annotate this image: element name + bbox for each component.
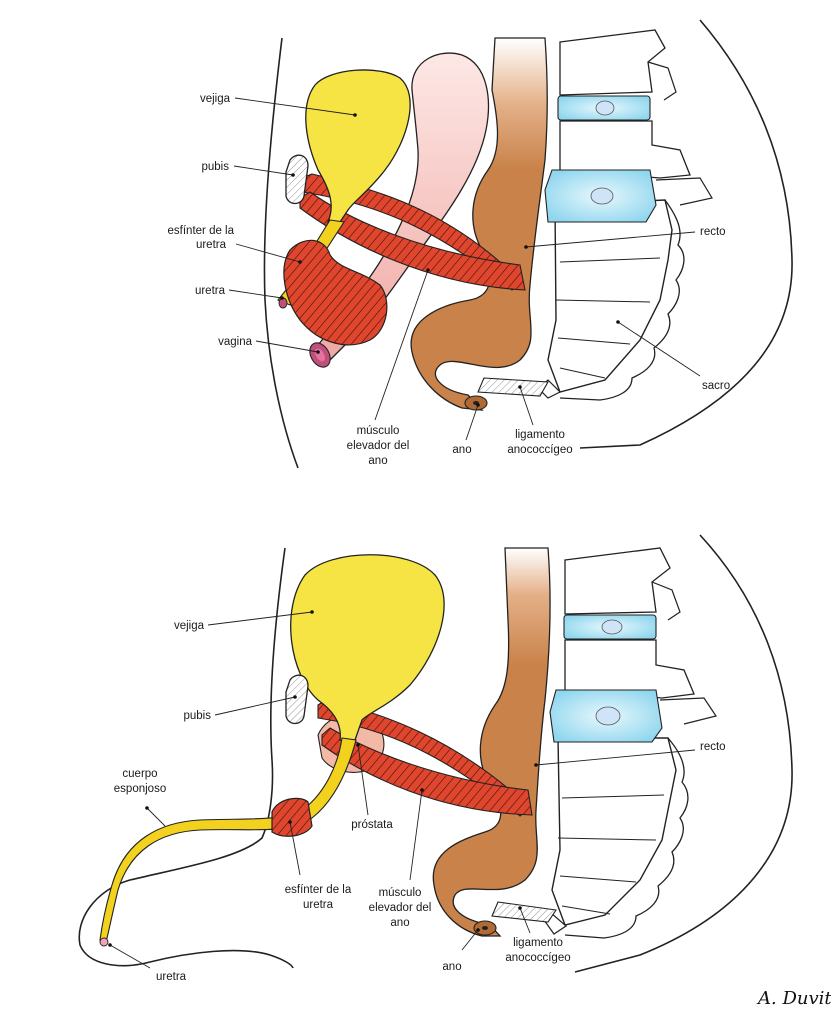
sacrum-segments-male (557, 794, 665, 915)
artist-signature: A. Duvit (756, 988, 831, 1009)
vertebra-spine-lower-male (659, 697, 717, 725)
label-bladder-top: vejiga (200, 93, 231, 105)
label-urethra-bottom: uretra (156, 971, 187, 983)
sacrum-bone (547, 199, 673, 393)
anococcygeal-ligament-male (491, 901, 557, 923)
vertebra-spine-upper-male (651, 581, 681, 621)
label-rectum-bottom: recto (700, 741, 726, 753)
label-ligament-bottom-1: ligamento (513, 937, 563, 949)
label-anus-bottom: ano (442, 961, 461, 973)
levator-ani-lower-band-male (321, 727, 533, 816)
disc-nucleus-upper-male (601, 619, 623, 635)
male-diagram: vejiga pubis cuerpo esponjoso próstata e… (78, 534, 793, 983)
urethral-sphincter-male (271, 797, 313, 837)
label-levator-bottom-3: ano (390, 917, 409, 929)
label-sphincter-bottom-1: esfínter de la (285, 884, 352, 896)
levator-ani-lower-band (299, 191, 526, 291)
disc-nucleus-upper (595, 100, 615, 116)
rectum-male (432, 547, 551, 937)
vertebra-spine-upper (647, 61, 677, 101)
bladder-male (290, 554, 445, 741)
sacrum-edge (559, 199, 685, 401)
label-sacrum: sacro (702, 380, 730, 392)
abdominal-wall-line (263, 37, 299, 469)
vertebra-upper-male (564, 547, 671, 615)
disc-nucleus-lower (590, 187, 614, 205)
label-levator-bottom-1: músculo (379, 887, 422, 899)
label-ligament-bottom-2: anococcígeo (505, 952, 570, 964)
bladder (305, 69, 411, 223)
urethral-sphincter (283, 239, 388, 346)
label-pubis-bottom: pubis (184, 710, 212, 722)
label-urethra-top: uretra (195, 285, 226, 297)
sacrum-segments (555, 257, 661, 379)
label-pubis-top: pubis (202, 161, 230, 173)
label-ligament-top-1: ligamento (515, 429, 565, 441)
label-spongy-1: cuerpo (122, 768, 157, 780)
label-sphincter-top-2: uretra (196, 239, 227, 251)
sacrum-edge-male (564, 737, 689, 939)
back-contour-line (579, 19, 793, 449)
pubis-bone-male (285, 674, 309, 725)
label-spongy-2: esponjoso (114, 783, 166, 795)
label-rectum-top: recto (700, 226, 726, 238)
label-levator-top-1: músculo (357, 425, 400, 437)
label-levator-bottom-2: elevador del (369, 902, 432, 914)
disc-nucleus-lower-male (595, 706, 621, 726)
label-anus-top: ano (452, 444, 471, 456)
label-levator-top-3: ano (368, 455, 387, 467)
label-sphincter-bottom-2: uretra (303, 899, 334, 911)
label-sphincter-top-1: esfínter de la (168, 225, 235, 237)
label-vagina: vagina (218, 336, 252, 348)
pubis-bone (285, 154, 309, 205)
label-bladder-bottom: vejiga (174, 620, 205, 632)
vertebra-middle-male (564, 639, 695, 699)
rectum (410, 37, 548, 411)
anococcygeal-ligament (477, 377, 549, 397)
vertebra-spine-lower (655, 177, 713, 206)
label-levator-top-2: elevador del (347, 440, 410, 452)
label-ligament-top-2: anococcígeo (507, 444, 572, 456)
label-prostate: próstata (351, 819, 393, 831)
back-contour-line-male (574, 534, 793, 973)
female-diagram: vejiga pubis esfínter de la uretra uretr… (168, 19, 793, 469)
